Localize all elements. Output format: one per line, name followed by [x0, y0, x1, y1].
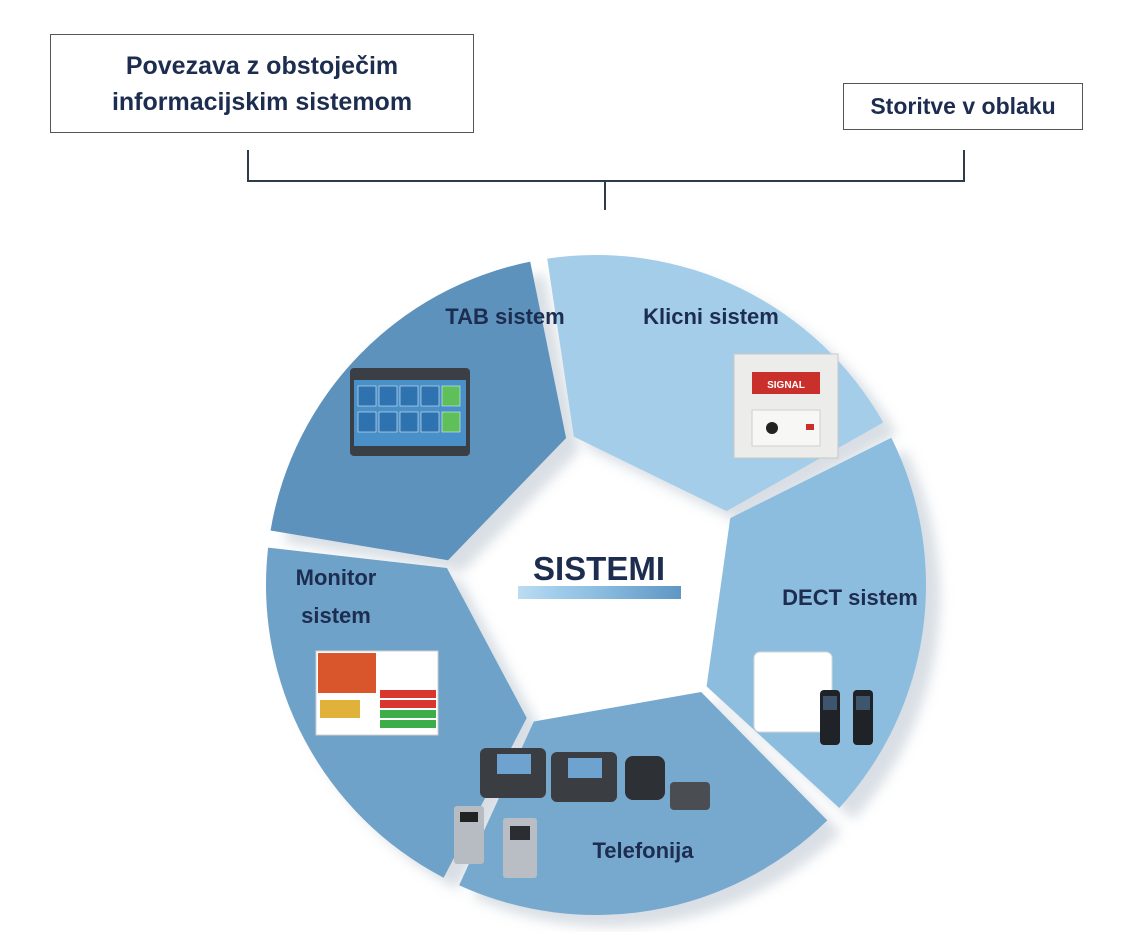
segment-label-line: DECT sistem: [782, 585, 918, 610]
connector-horizontal-line: [247, 180, 965, 182]
segment-label-line: Telefonija: [592, 838, 694, 863]
call-panel-icon: SIGNAL: [733, 353, 839, 459]
tablet-screen-icon: [350, 368, 470, 456]
connector-right-drop: [963, 150, 965, 182]
connector-left-drop: [247, 150, 249, 182]
segment-icons-group: SIGNAL: [315, 353, 873, 878]
existing-system-connection-box: Povezava z obstoječim informacijskim sis…: [50, 34, 474, 133]
desk-phones-icon: [454, 748, 710, 878]
center-title-bar: [518, 586, 681, 599]
call-panel-text: SIGNAL: [767, 380, 805, 391]
segment-label-line: Monitor: [296, 565, 377, 590]
segment-label: Klicni sistem: [643, 304, 779, 329]
existing-system-connection-label: Povezava z obstoječim informacijskim sis…: [111, 51, 413, 116]
segment-label: Monitor sistem: [296, 565, 377, 628]
segment-label: Telefonija: [592, 838, 694, 863]
segment-label-line: TAB sistem: [445, 304, 564, 329]
wheel-segment: [459, 691, 828, 915]
segment-label: TAB sistem: [445, 304, 564, 329]
cloud-services-label: Storitve v oblaku: [870, 93, 1056, 119]
cloud-services-box: Storitve v oblaku: [843, 83, 1083, 130]
segment-label: DECT sistem: [782, 585, 918, 610]
connector-center-drop: [604, 180, 606, 210]
center-title: SISTEMI: [533, 550, 665, 587]
segment-label-line: sistem: [301, 603, 371, 628]
segment-label-line: Klicni sistem: [643, 304, 779, 329]
monitor-screen-icon: [315, 650, 439, 736]
dect-handset-icon: [753, 651, 873, 745]
